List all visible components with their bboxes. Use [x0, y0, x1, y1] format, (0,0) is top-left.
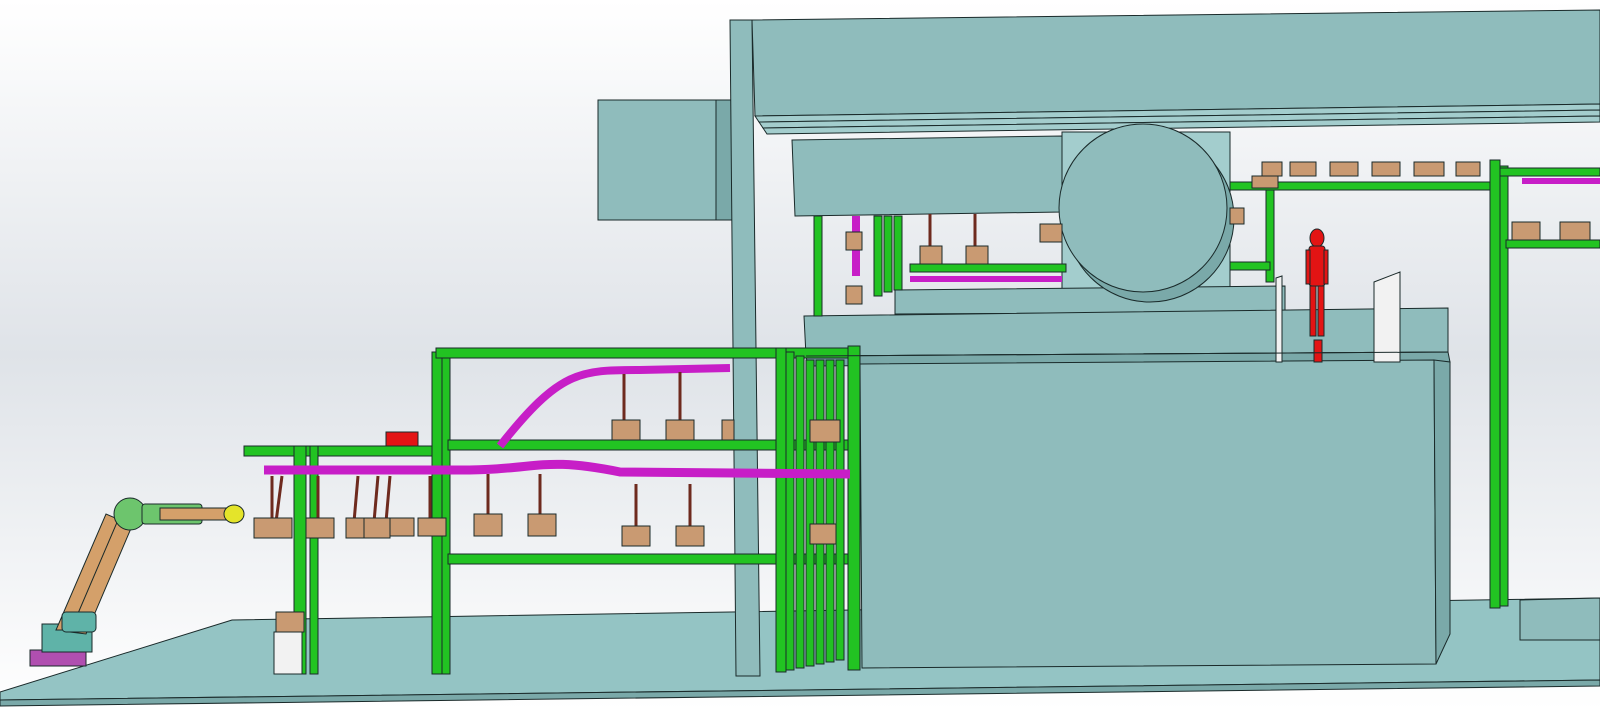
overhead-conveyor-frame[interactable] [243, 159, 1600, 675]
human-figure[interactable] [1305, 228, 1329, 363]
white-panels [1275, 271, 1401, 363]
platform-deck [805, 351, 1449, 357]
control-unit-icon[interactable] [385, 431, 419, 447]
hanging-boxes[interactable] [253, 161, 1591, 675]
cylindrical-drum[interactable] [1058, 123, 1235, 303]
exhaust-duct[interactable] [597, 99, 739, 221]
industrial-robot-arm[interactable] [29, 497, 245, 667]
